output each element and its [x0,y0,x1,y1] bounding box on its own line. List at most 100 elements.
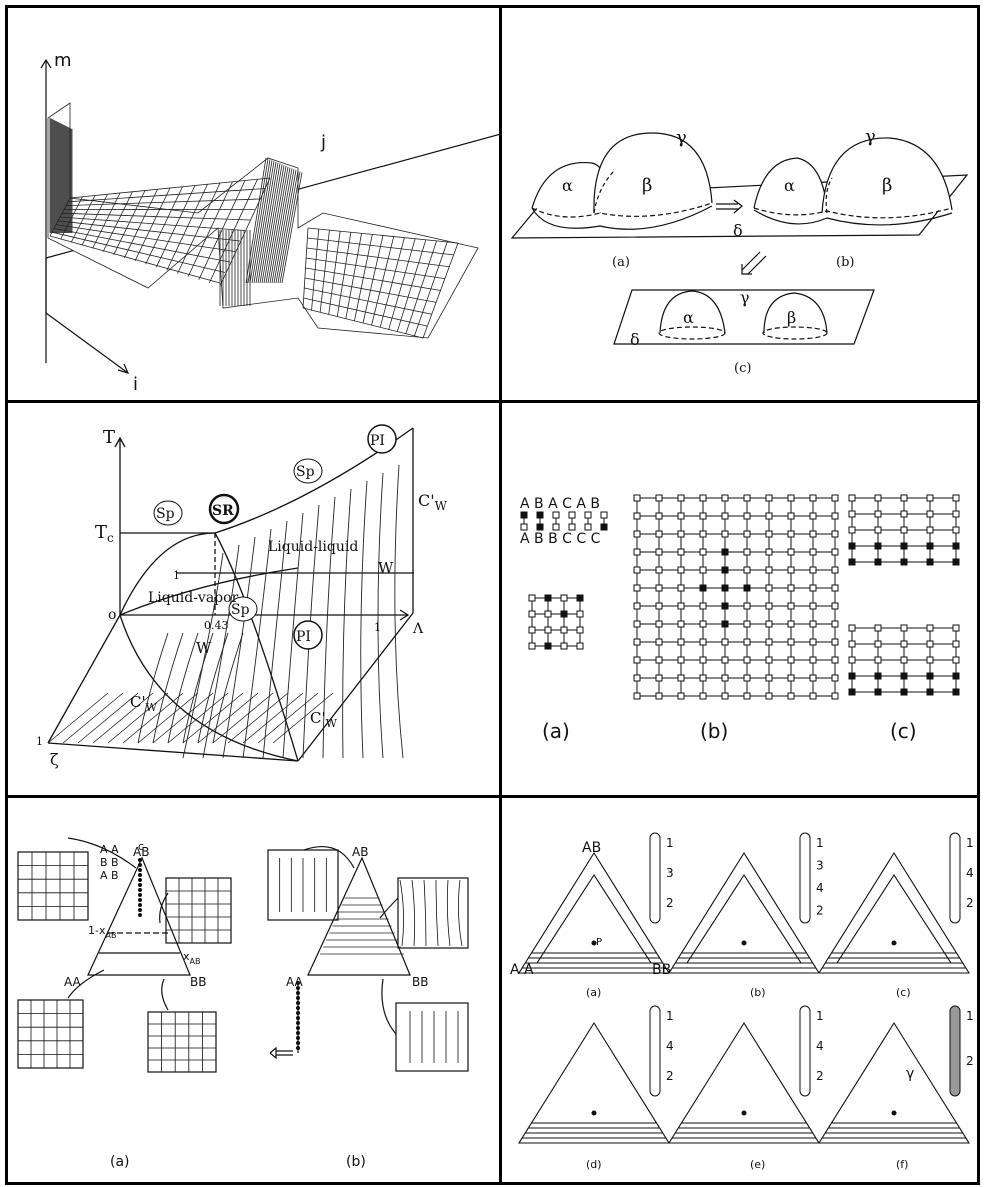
lattice-site [832,567,838,573]
panel-composition-triangles: A A B B A B c AB AA BB 1-xAB xAB (a) AB … [8,798,499,1187]
vertex-BB-b: BB [412,975,428,989]
hatch-line [243,693,303,743]
legend-site [553,524,559,530]
inset-dot [296,1011,299,1014]
inset-dot [296,1036,299,1039]
scale-bar-label: 2 [816,1069,824,1083]
lattice-site [700,495,706,501]
lattice-site [700,585,706,591]
lattice-site [875,689,881,695]
inset-dot [296,991,299,994]
vertex-BB: BB [652,962,671,978]
caption-e: (e) [750,1158,765,1171]
lattice-site [832,603,838,609]
lattice-site [849,689,855,695]
lattice-site [744,693,750,699]
lattice-site [561,627,567,633]
label-beta-b: β [882,175,892,196]
lattice-site [656,513,662,519]
lattice-site [832,549,838,555]
lattice-site [766,639,772,645]
legend-site [521,524,527,530]
lattice-site [766,567,772,573]
scale-bar-label: 4 [966,866,974,880]
scale-bar-label: 1 [666,836,674,850]
lattice-site [656,693,662,699]
lattice-site [927,495,933,501]
lattice-site [678,675,684,681]
vertex-AB-b: AB [352,845,368,859]
lattice-site [849,657,855,663]
lattice-site [744,531,750,537]
lattice-site [744,549,750,555]
inset-dot [296,1016,299,1019]
hatch-line [213,693,273,743]
lattice-site [766,585,772,591]
lattice-site [832,585,838,591]
vertex-BB-a: BB [190,975,206,989]
lattice-site [901,673,907,679]
caption-a: (a) [586,986,601,999]
label-PI-top: PI [370,433,385,449]
legend-site [569,512,575,518]
label-SR: SR [212,503,234,519]
lattice-site [678,567,684,573]
lattice-b [634,495,838,699]
label-one-a: 1 [173,569,180,582]
lattice-site [810,693,816,699]
caption-c: (c) [734,361,751,376]
bond-legend [521,512,607,530]
lattice-site [810,495,816,501]
lattice-site [700,675,706,681]
legend-site [585,524,591,530]
lattice-site [678,495,684,501]
vertex-AB: AB [582,840,601,856]
lattice-site [678,531,684,537]
lattice-site [788,585,794,591]
lattice-site [788,531,794,537]
label-CW-right: C'W [418,491,448,513]
legend-site [569,524,575,530]
caption-a: (a) [612,255,630,270]
lattice-c [849,495,959,695]
ternary-triangle [669,853,819,973]
inset-dot [296,1001,299,1004]
lattice-site [901,657,907,663]
isotherm [343,489,351,758]
lattice-site [744,639,750,645]
lattice-site [927,511,933,517]
lattice-site [849,527,855,533]
lattice-site [722,693,728,699]
lattice-site [953,625,959,631]
lattice-site [722,603,728,609]
lattice-site [722,639,728,645]
scale-bar-label: 2 [816,904,824,918]
lattice-site [766,693,772,699]
lattice-site [849,495,855,501]
lattice-site [849,511,855,517]
lattice-site [953,511,959,517]
label-one-c: 1 [36,735,43,748]
label-P: P [596,937,602,948]
lattice-site [545,595,551,601]
lattice-site [678,513,684,519]
label-beta-c: β [787,308,796,327]
lattice-site [832,657,838,663]
lattice-site [953,495,959,501]
ternary-triangle [819,853,969,973]
lattice-site [875,527,881,533]
lattice-site [832,693,838,699]
lattice-site [788,549,794,555]
legend-BB: B B [100,856,119,869]
lattice-site [577,643,583,649]
legend-row-2: A B B C C C [520,531,601,547]
scale-bar-label: 2 [666,1069,674,1083]
lattice-site [901,641,907,647]
hatch-line [168,693,228,743]
inset-dot [138,873,141,876]
label-liquid-liquid: Liquid-liquid [268,539,358,555]
lattice-site [634,585,640,591]
lattice-site [744,567,750,573]
lattice-site [810,639,816,645]
lattice-site [766,531,772,537]
